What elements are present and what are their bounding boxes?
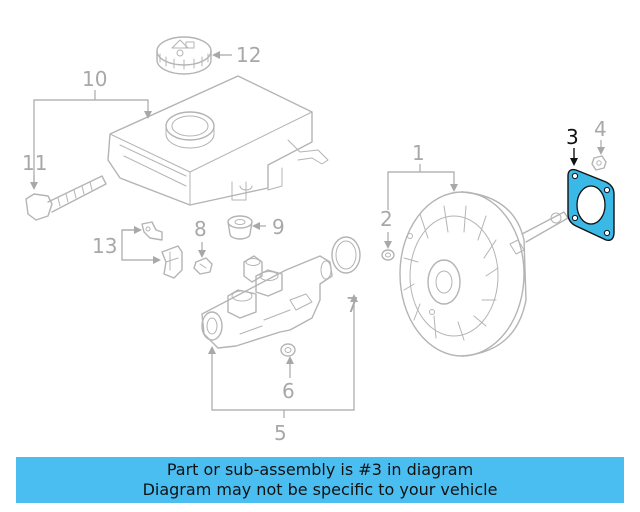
callout-2: 2 bbox=[380, 207, 393, 231]
callout-5-leader bbox=[208, 294, 358, 418]
seal-part bbox=[280, 343, 296, 357]
callout-7: 7 bbox=[346, 293, 359, 317]
parts-diagram: 12 10 11 13 bbox=[22, 36, 615, 445]
callout-10: 10 bbox=[82, 67, 107, 91]
switch-part bbox=[141, 221, 183, 279]
callout-10-leader bbox=[30, 90, 152, 190]
brake-booster-part bbox=[399, 191, 569, 357]
callout-8: 8 bbox=[194, 217, 207, 241]
master-cylinder-part bbox=[201, 255, 333, 349]
callout-3-leader bbox=[570, 148, 578, 166]
callout-5: 5 bbox=[274, 421, 287, 445]
callout-1-leader bbox=[387, 164, 458, 210]
callout-9-leader bbox=[252, 222, 266, 230]
reservoir-cap-part bbox=[156, 36, 212, 75]
callout-11: 11 bbox=[22, 151, 47, 175]
callout-12: 12 bbox=[236, 43, 261, 67]
callout-4: 4 bbox=[594, 117, 607, 141]
callout-6-leader bbox=[286, 356, 294, 378]
gasket-part-highlighted bbox=[567, 168, 615, 242]
grommet-part bbox=[227, 215, 253, 240]
brake-fluid-reservoir-part bbox=[107, 75, 329, 206]
banner-line-part-number: Part or sub-assembly is #3 in diagram bbox=[166, 460, 474, 479]
banner-line-disclaimer: Diagram may not be specific to your vehi… bbox=[142, 480, 498, 499]
callout-12-leader bbox=[212, 51, 232, 59]
callout-8-leader bbox=[198, 242, 206, 258]
callout-1: 1 bbox=[412, 141, 425, 165]
nut-part-4 bbox=[591, 155, 607, 171]
callout-9: 9 bbox=[272, 215, 285, 239]
callout-2-leader bbox=[384, 232, 392, 249]
info-banner: Part or sub-assembly is #3 in diagram Di… bbox=[16, 457, 624, 503]
o-ring-part bbox=[331, 236, 361, 274]
callout-4-leader bbox=[597, 140, 605, 155]
callout-3-highlighted: 3 bbox=[566, 125, 579, 149]
nut-part bbox=[381, 249, 395, 261]
callout-6: 6 bbox=[282, 379, 295, 403]
level-sensor-part bbox=[25, 175, 107, 221]
bolt-part bbox=[193, 257, 213, 275]
callout-13-leader bbox=[121, 226, 161, 264]
callout-13: 13 bbox=[92, 234, 117, 258]
